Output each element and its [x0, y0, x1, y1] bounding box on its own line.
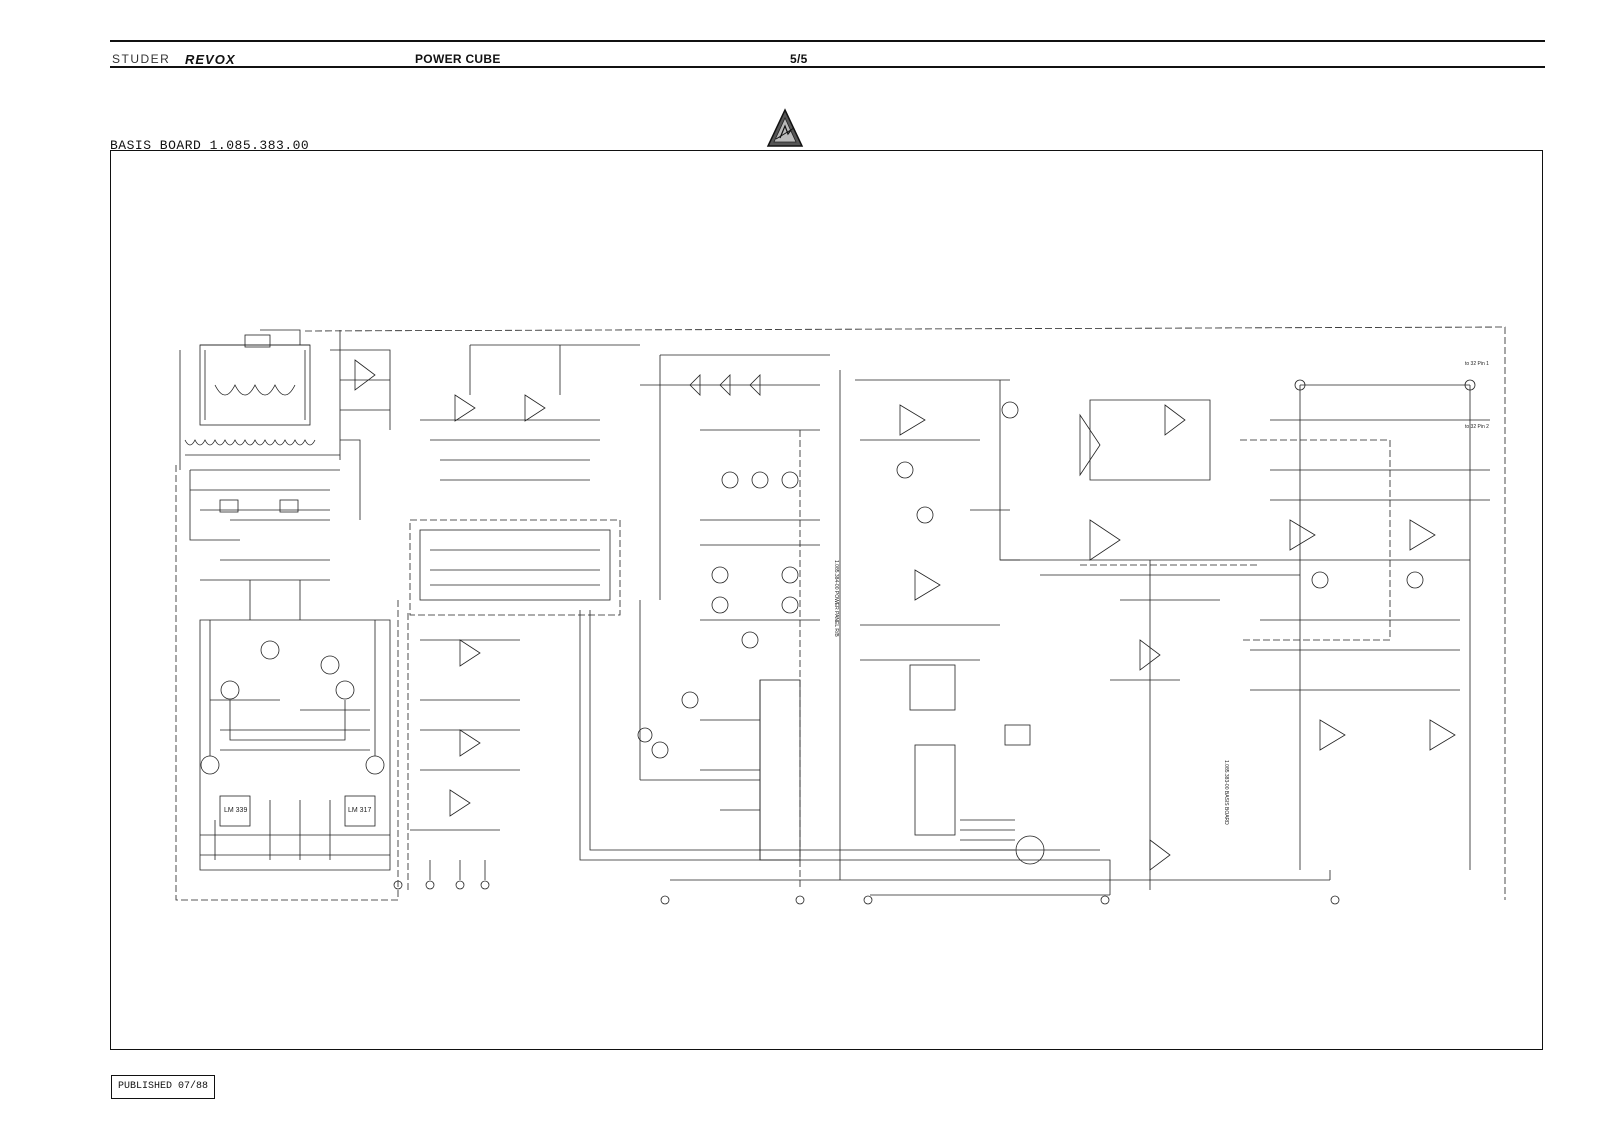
- published-date: PUBLISHED 07/88: [111, 1075, 215, 1099]
- transistor-array: 1.085.384-00 POWER PANEL R/B: [637, 354, 839, 861]
- psu-pin-label-1: to 32 Pin 1: [1465, 361, 1489, 367]
- board-title: BASIS BOARD 1.085.383.00: [110, 138, 310, 153]
- header-bottom-rule: [110, 66, 1545, 68]
- header-top-rule: [110, 40, 1545, 42]
- board-ref-label-1: 1.085.384-00 POWER PANEL R/B: [833, 560, 839, 637]
- filter-opamps: [393, 344, 640, 890]
- ic-lm339-label: LM 339: [224, 807, 247, 814]
- brand-studer: STUDER: [112, 52, 171, 66]
- esd-warning-icon: [766, 108, 804, 147]
- board-outline: [175, 326, 1506, 901]
- bottom-bus: [579, 610, 1340, 905]
- brand-revox: REVOX: [185, 52, 236, 67]
- board-ref-label-2: 1.085.383-00 BASIS BOARD: [1223, 760, 1229, 825]
- ic-lm317-label: LM 317: [348, 807, 371, 814]
- controller-section: [839, 370, 1101, 880]
- regulator-section: LM 339 LM 317: [199, 580, 391, 871]
- product-name: POWER CUBE: [415, 52, 501, 66]
- schematic-frame: [110, 150, 1543, 1050]
- audio-output-section: to 32 Pin 1 to 32 Pin 2 1.085.383-00 BAS…: [1000, 361, 1490, 890]
- power-supply-section: [179, 329, 391, 581]
- page-number: 5/5: [790, 52, 808, 66]
- psu-pin-label-2: to 32 Pin 2: [1465, 424, 1489, 430]
